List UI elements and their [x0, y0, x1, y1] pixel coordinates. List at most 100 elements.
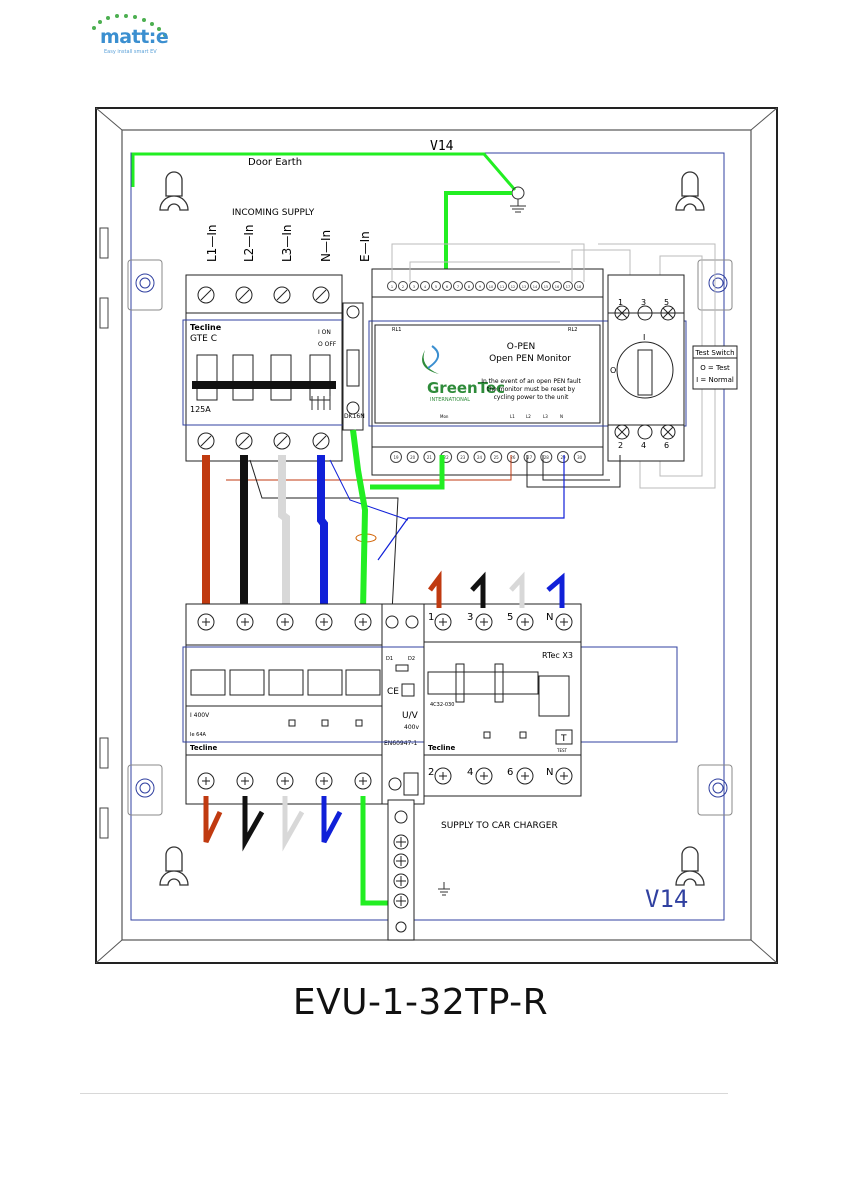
monitor-terminal-label: 24 — [477, 455, 483, 460]
monitor-terminal-label: 12 — [511, 285, 515, 289]
monitor-terminal-label: 11 — [500, 285, 504, 289]
monitor-terminal-icon — [523, 451, 536, 463]
monitor-terminal-label: 4 — [424, 285, 427, 289]
wiring-diagram: V14 Door Earth INCOMING SUPPLY L1—In L2—… — [95, 107, 778, 964]
monitor-terminal-icon — [406, 451, 419, 463]
isolator-brand: Tecline — [190, 323, 222, 332]
monitor-label-l2: L2 — [526, 414, 531, 419]
rcbo-code: 4C32-030 — [430, 702, 454, 708]
ts-legend-title: Test Switch — [694, 349, 734, 357]
monitor-terminal-icon — [573, 451, 586, 463]
monitor-terminal-label: 10 — [489, 285, 493, 289]
contactor-aux: D1 D2 CE U/V 400v EN60947-1 — [381, 603, 425, 805]
version-label-top: V14 — [430, 139, 454, 154]
monitor-terminal-label: 18 — [577, 285, 581, 289]
monitor-terminal-label: 15 — [544, 285, 548, 289]
main-isolator: Tecline GTE C I ON O OFF 125A — [185, 274, 343, 462]
rcbo-term-5: 5 — [507, 612, 513, 623]
monitor-terminal-icon — [490, 451, 503, 463]
greentec-leaf-icon — [422, 350, 439, 374]
keyhole-icon — [159, 171, 189, 211]
monitor-terminal-icon — [552, 281, 562, 291]
contactor-400v: I 400V — [190, 712, 210, 719]
monitor-rl1: RL1 — [392, 327, 401, 333]
monitor-terminal-label: 14 — [533, 285, 538, 289]
monitor-terminal-label: 23 — [460, 455, 466, 460]
monitor-terminal-label: 21 — [427, 455, 433, 460]
dk16n-terminal: DK16N — [342, 302, 365, 431]
monitor-rl2: RL2 — [568, 327, 577, 333]
hinge-icon — [99, 297, 109, 329]
isolator-model: GTE C — [190, 334, 217, 344]
logo-wordmark: matt:e — [100, 26, 169, 48]
version-label-bottom: V14 — [645, 885, 688, 913]
rcbo-test: TEST — [556, 748, 568, 753]
fixing-screw-icon — [135, 273, 155, 293]
contactor-d1: D1 — [386, 656, 393, 662]
monitor-terminal-icon — [506, 451, 519, 463]
ce-mark: CE — [387, 687, 399, 697]
monitor-terminal-icon — [398, 281, 408, 291]
ts-legend-line2: I = Normal — [696, 376, 734, 384]
keyhole-icon — [675, 171, 705, 211]
earth-stud-icon — [511, 186, 525, 200]
monitor-terminal-icon — [423, 451, 436, 463]
monitor-terminal-label: 6 — [446, 285, 448, 289]
ts-legend-line1: O = Test — [700, 364, 730, 372]
contactor-uv: U/V — [402, 711, 419, 721]
contactor-uv-volt: 400v — [404, 724, 419, 731]
contactor-standard: EN60947-1 — [384, 740, 418, 747]
monitor-terminal-label: 2 — [402, 285, 404, 289]
isolator-on: I ON — [318, 329, 331, 336]
monitor-terminal-icon — [464, 281, 474, 291]
monitor-label-l3: L3 — [543, 414, 548, 419]
contactor: I 400V Ie 64A Tecline — [185, 603, 383, 805]
ts-term-2: 2 — [618, 441, 623, 450]
ts-pos-off: O — [610, 366, 616, 375]
hinge-icon — [99, 807, 109, 839]
earth-bar — [387, 799, 415, 941]
monitor-terminal-icon — [486, 281, 496, 291]
mounting-plate — [130, 152, 725, 921]
monitor-terminal-icon — [442, 281, 452, 291]
incoming-n-label: N—In — [319, 230, 333, 262]
logo-tagline: Easy install smart EV — [104, 49, 157, 55]
monitor-terminal-icon — [409, 281, 419, 291]
monitor-label-n: N — [560, 414, 563, 419]
rcbo-term-n-bottom: N — [546, 767, 553, 778]
monitor-terminal-icon — [563, 281, 573, 291]
monitor-terminal-label: 20 — [410, 455, 416, 460]
monitor-label-l1: L1 — [510, 414, 515, 419]
door-earth-wire — [131, 152, 517, 191]
monitor-terminal-label: 1 — [391, 285, 393, 289]
monitor-terminal-label: 9 — [479, 285, 481, 289]
monitor-terminal-label: 13 — [522, 285, 526, 289]
monitor-terminal-icon — [473, 451, 486, 463]
rcbo: RTec X3 4C32-030 Tecline T TEST 1 3 5 N … — [423, 603, 582, 797]
footer-divider — [80, 1093, 728, 1094]
rcbo-test-t: T — [560, 734, 567, 744]
contactor-brand: Tecline — [190, 744, 218, 752]
monitor-terminal-icon — [431, 281, 441, 291]
monitor-label-mon: Mon — [440, 414, 449, 419]
monitor-terminal-icon — [557, 451, 569, 463]
wire-n — [317, 455, 328, 610]
test-switch[interactable]: 1 3 5 2 4 6 I O — [607, 274, 685, 462]
monitor-terminal-icon — [453, 281, 463, 291]
wire-e — [350, 429, 369, 611]
monitor-terminal-label: 25 — [494, 455, 500, 460]
isolator-rating: 125A — [190, 405, 211, 414]
monitor-title: O-PEN — [507, 342, 535, 352]
keyhole-icon — [675, 846, 705, 886]
incoming-e-label: E—In — [358, 231, 372, 262]
rcbo-term-1: 1 — [428, 612, 434, 623]
ts-term-6: 6 — [664, 441, 669, 450]
monitor-terminal-icon — [540, 451, 553, 463]
rcbo-term-6: 6 — [507, 767, 513, 778]
monitor-terminal-icon — [390, 451, 402, 463]
monitor-terminal-label: 19 — [393, 455, 399, 460]
monitor-note-3: cycling power to the unit — [494, 394, 569, 401]
monitor-terminal-label: 16 — [555, 285, 559, 289]
monitor-note-2: the monitor must be reset by — [487, 386, 575, 393]
